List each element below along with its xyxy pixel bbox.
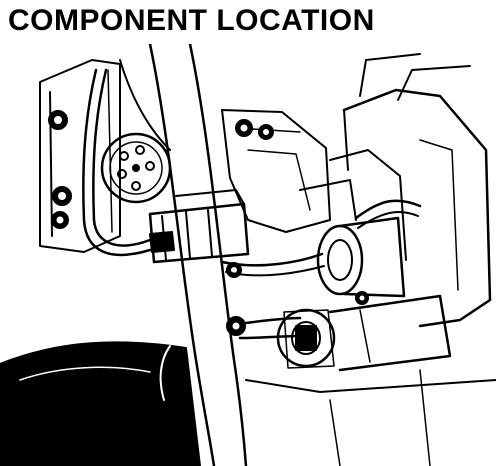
round-connector-socket — [100, 132, 172, 204]
bolt-lower-center — [226, 316, 246, 336]
lower-left-floor — [0, 341, 201, 466]
mounting-bolts-left — [48, 110, 72, 229]
steering-shaft — [234, 294, 452, 372]
bolt-upper-left — [48, 110, 68, 130]
mounting-bolts-center — [226, 119, 274, 278]
component-location-illustration — [0, 44, 496, 466]
universal-joint — [276, 308, 336, 369]
bolt-bottom-left — [51, 211, 69, 229]
page-title: COMPONENT LOCATION — [8, 4, 375, 37]
actuator-cylinder — [220, 216, 406, 298]
electrical-connector — [148, 189, 250, 264]
bolt-lower-left — [52, 186, 72, 206]
bolt-center-mid — [258, 124, 274, 140]
wire-harness — [82, 59, 171, 257]
bolt-center-top — [235, 119, 253, 137]
lower-right-panel — [245, 369, 496, 466]
right-housing — [299, 53, 492, 328]
diagonal-frame-member — [148, 44, 248, 466]
hose-line — [354, 199, 422, 305]
